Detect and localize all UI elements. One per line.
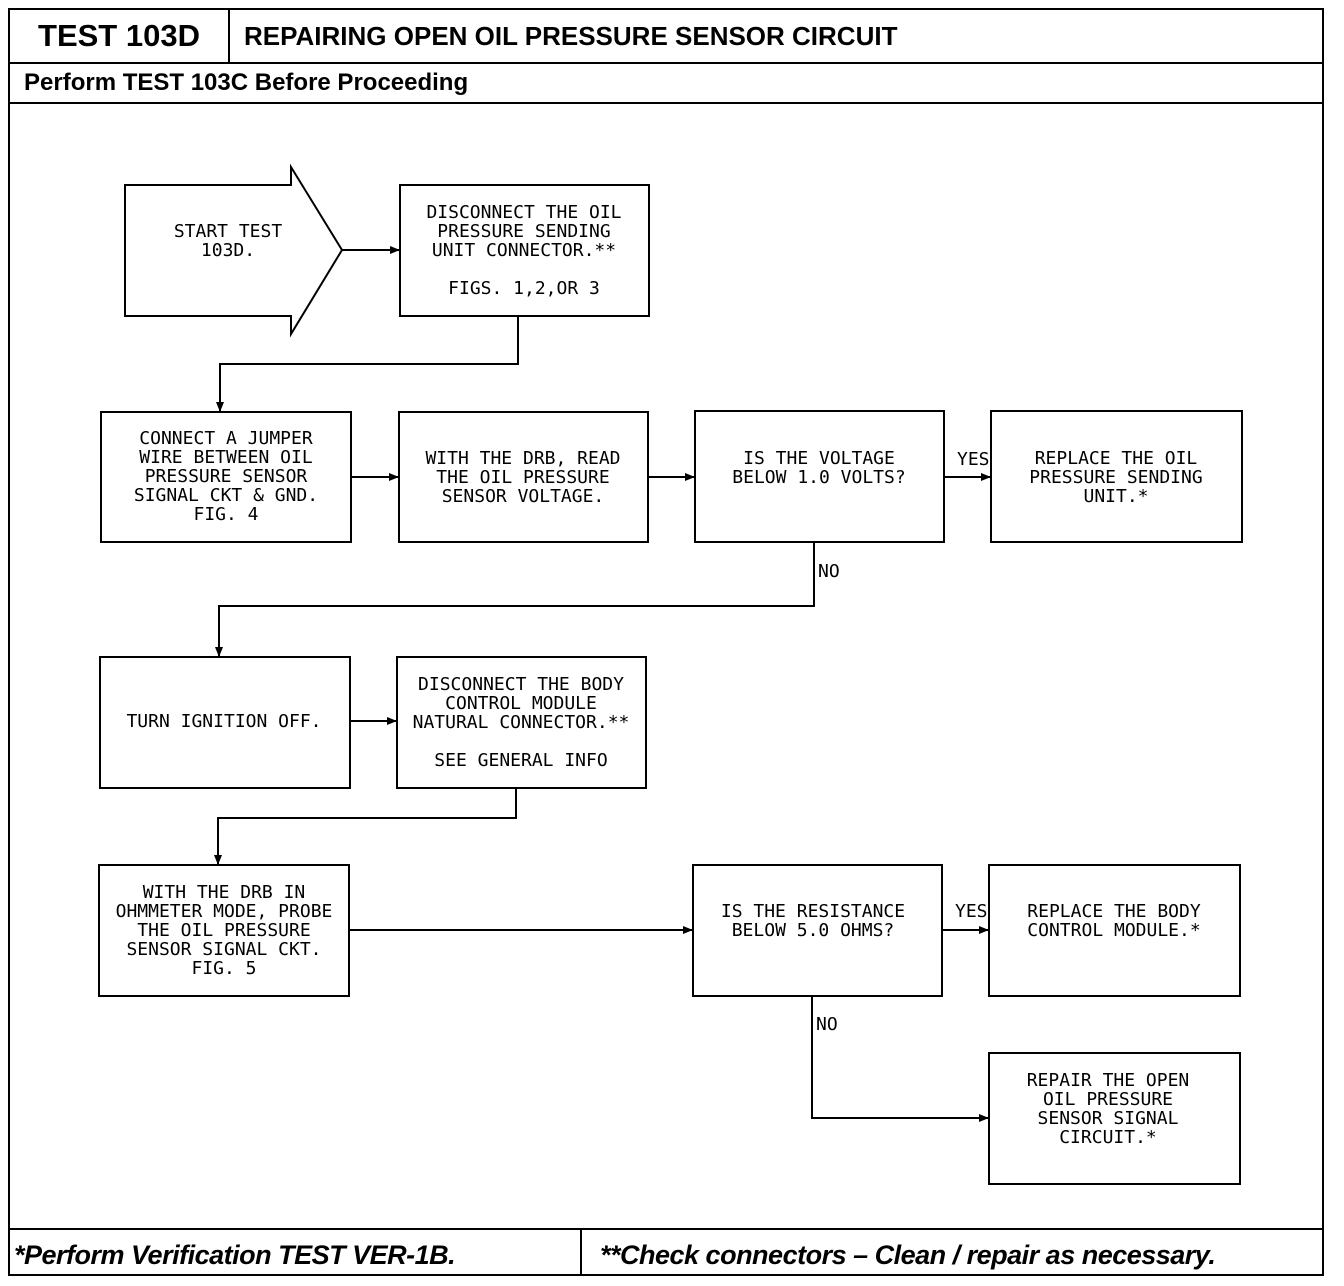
text-probe-signal-line: OHMMETER MODE, PROBE [116,901,333,922]
text-disconnect-oil-line: FIGS. 1,2,OR 3 [448,278,600,299]
text-replace-sending-unit-line: REPLACE THE OIL [1035,448,1198,469]
text-replace-bcm-line: CONTROL MODULE.* [1027,920,1200,941]
box-probe-signal [98,864,350,997]
text-disconnect-bcm-line [516,731,527,752]
text-resistance-question-line: IS THE RESISTANCE [721,901,905,922]
text-disconnect-bcm-line: SEE GENERAL INFO [434,750,607,771]
text-resistance-question-line: BELOW 5.0 OHMS? [732,920,895,941]
text-connect-jumper-line: CONNECT A JUMPER [139,428,313,449]
text-disconnect-bcm-line: DISCONNECT THE BODY [418,674,624,695]
text-repair-circuit-line: SENSOR SIGNAL [1038,1108,1179,1129]
text-probe-signal-line: FIG. 5 [191,958,256,979]
text-start-line: 103D. [201,240,255,261]
text-turn-ignition-off: TURN IGNITION OFF. [126,711,321,732]
text-disconnect-oil-line: UNIT CONNECTOR.** [432,240,616,261]
box-resistance-question [692,864,943,997]
start-arrow-shape [124,163,344,338]
text-start-line: START TEST [174,221,283,242]
text-connect-jumper-line: SIGNAL CKT & GND. [134,485,318,506]
footer-divider [10,1228,1324,1230]
box-disconnect-oil [399,184,650,317]
text-replace-sending-unit-line: UNIT.* [1083,486,1148,507]
text-replace-sending-unit-line: PRESSURE SENDING [1029,467,1202,488]
box-disconnect-bcm [396,656,647,789]
text-disconnect-bcm-line: NATURAL CONNECTOR.** [413,712,630,733]
text-read-voltage-line: THE OIL PRESSURE [436,467,609,488]
box-read-voltage [398,411,649,543]
subtitle-divider [10,102,1324,104]
label-yes-voltage: YES [957,449,990,470]
connector-bcm-to-probe [214,788,517,865]
text-connect-jumper-line: PRESSURE SENSOR [145,466,308,487]
box-replace-sending-unit [990,410,1243,543]
text-read-voltage-line: WITH THE DRB, READ [425,448,620,469]
text-disconnect-oil-line: PRESSURE SENDING [437,221,610,242]
text-turn-ignition-off-line: TURN IGNITION OFF. [126,711,321,732]
header-divider [10,62,1324,64]
box-voltage-question [694,410,945,543]
text-disconnect-bcm-line: CONTROL MODULE [445,693,597,714]
box-repair-circuit [988,1052,1241,1185]
text-repair-circuit-line: REPAIR THE OPEN [1027,1070,1190,1091]
connector-no-to-ignition [215,542,815,657]
box-connect-jumper [100,411,352,543]
text-disconnect-oil-line: DISCONNECT THE OIL [426,202,621,223]
footer-verification-note: *Perform Verification TEST VER-1B. [14,1239,456,1270]
label-no-resistance: NO [816,1014,838,1035]
text-repair-circuit-line: OIL PRESSURE [1043,1089,1173,1110]
label-no-voltage: NO [818,561,840,582]
text-probe-signal-line: THE OIL PRESSURE [137,920,310,941]
text-probe-signal-line: SENSOR SIGNAL CKT. [126,939,321,960]
footer-split [580,1228,582,1274]
label-yes-resistance: YES [955,901,988,922]
text-replace-bcm-line: REPLACE THE BODY [1027,901,1201,922]
text-connect-jumper-line: WIRE BETWEEN OIL [139,447,313,468]
text-disconnect-oil-line [519,259,530,280]
subtitle: Perform TEST 103C Before Proceeding [24,69,469,96]
text-connect-jumper-line: FIG. 4 [193,504,258,525]
connector-no-to-repair [811,996,989,1122]
text-probe-signal-line: WITH THE DRB IN [143,882,306,903]
text-repair-circuit-line: CIRCUIT.* [1059,1127,1157,1148]
text-voltage-question-line: IS THE VOLTAGE [743,448,895,469]
page-title: REPAIRING OPEN OIL PRESSURE SENSOR CIRCU… [244,20,898,51]
footer-connectors-note: **Check connectors – Clean / repair as n… [600,1239,1216,1270]
text-read-voltage-line: SENSOR VOLTAGE. [442,486,605,507]
box-replace-bcm [988,864,1241,997]
page-frame [8,8,1324,1276]
connector-disconnect-to-jumper [216,316,519,412]
text-voltage-question-line: BELOW 1.0 VOLTS? [732,467,905,488]
box-turn-ignition-off [99,656,351,789]
